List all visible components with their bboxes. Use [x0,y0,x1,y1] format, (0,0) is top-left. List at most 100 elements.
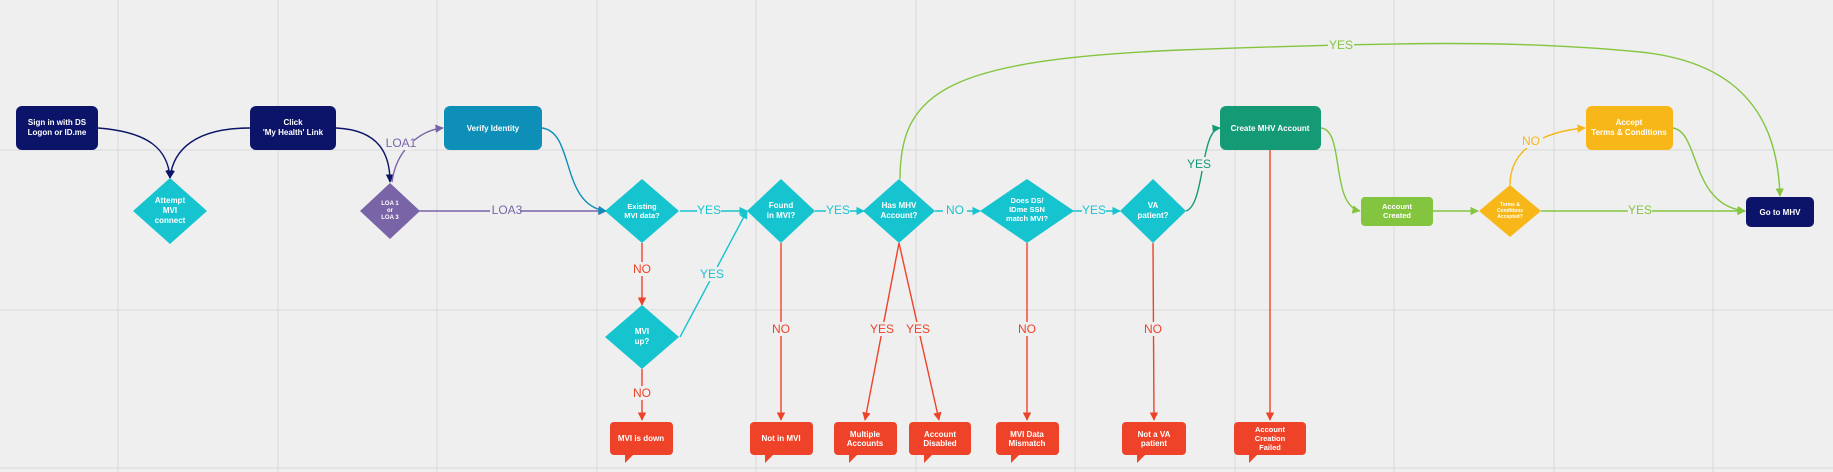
node-terms-accepted-line: Terms & [1500,202,1520,208]
edge-verify-to-existing [541,127,607,215]
node-click-link-line: 'My Health' Link [263,128,324,137]
node-found-mvi-line: in MVI? [767,211,796,220]
node-ssn-match-line: match MVI? [1006,214,1049,223]
edge-click-to-loa [335,127,395,183]
edge-create-to-created [1320,127,1361,214]
label-va-yes: YES [1187,157,1211,171]
label-existing-no: NO [633,262,651,276]
node-existing-mvi-line: Existing [627,202,657,211]
node-creation-failed-line: Account [1255,425,1286,434]
svg-text:Go to MHV: Go to MHV [1760,208,1802,217]
node-found-mvi-line: Found [769,201,794,210]
edge-signin-to-attempt [97,127,174,179]
node-terms-accepted-line: Conditions [1497,208,1523,214]
edge-hasmhv-yes-top [899,42,1784,197]
edge-accept-to-go [1672,127,1746,215]
node-sign-in-line: Sign in with DS [28,118,87,127]
node-has-mhv-line: Has MHV [882,201,917,210]
node-mvi-mismatch-line: MVI Data [1010,430,1044,439]
label-disabled-yes: YES [906,322,930,336]
node-va-patient-line: patient? [1137,211,1168,220]
node-loa-check-line: LOA 3 [381,215,399,221]
node-mvi-down[interactable]: MVI is down [610,422,673,463]
edge-click-to-attempt [166,127,251,179]
node-create-account-line: Create MHV Account [1231,124,1310,133]
node-not-va-patient-line: Not a VA [1138,430,1171,439]
node-mvi-up-line: MVI [635,327,649,336]
label-terms-yes: YES [1628,203,1652,217]
node-create-account[interactable]: Create MHV Account [1220,106,1321,150]
node-has-mhv-line: Account? [881,211,918,220]
label-loa3: LOA3 [492,203,523,217]
label-terms-no: NO [1522,134,1540,148]
node-click-link[interactable]: Click'My Health' Link [250,106,336,150]
node-verify-identity[interactable]: Verify Identity [444,106,542,150]
label-hasmhv-no: NO [946,203,964,217]
node-accept-terms-line: Terms & Conditions [1591,128,1667,137]
node-attempt-mvi-line: Attempt [155,196,186,205]
svg-text:MVI is down: MVI is down [618,434,664,443]
node-accept-terms-line: Accept [1616,118,1643,127]
label-loa1: LOA1 [386,136,417,150]
node-account-created-line: Account [1382,202,1413,211]
label-mviup-yes: YES [700,267,724,281]
node-verify-identity-line: Verify Identity [467,124,520,133]
label-mviup-no: NO [633,386,651,400]
node-existing-mvi-line: MVI data? [624,211,660,220]
node-mvi-down-line: MVI is down [618,434,664,443]
label-multiple-yes: YES [870,322,894,336]
node-creation-failed-line: Creation [1255,434,1286,443]
node-attempt-mvi-line: MVI [163,206,177,215]
svg-text:Not in MVI: Not in MVI [761,434,800,443]
node-va-patient-line: VA [1148,201,1159,210]
svg-text:Click'My Health' Link: Click'My Health' Link [263,118,324,137]
node-multiple-accounts-line: Multiple [850,430,881,439]
label-found-no: NO [772,322,790,336]
node-sign-in-line: Logon or ID.me [28,128,87,137]
svg-text:Verify Identity: Verify Identity [467,124,520,133]
node-go-to-mhv-line: Go to MHV [1760,208,1802,217]
label-hasmhv-top-yes: YES [1329,38,1353,52]
node-account-disabled-line: Disabled [923,439,956,448]
node-loa-check-line: LOA 1 [381,201,399,207]
node-go-to-mhv[interactable]: Go to MHV [1746,197,1814,227]
node-not-in-mvi[interactable]: Not in MVI [750,422,813,463]
label-ssn-no: NO [1018,322,1036,336]
node-account-disabled-line: Account [924,430,956,439]
node-loa-check-line: or [387,208,394,214]
node-creation-failed-line: Failed [1259,443,1281,452]
node-ssn-match-line: IDme SSN [1009,205,1045,214]
